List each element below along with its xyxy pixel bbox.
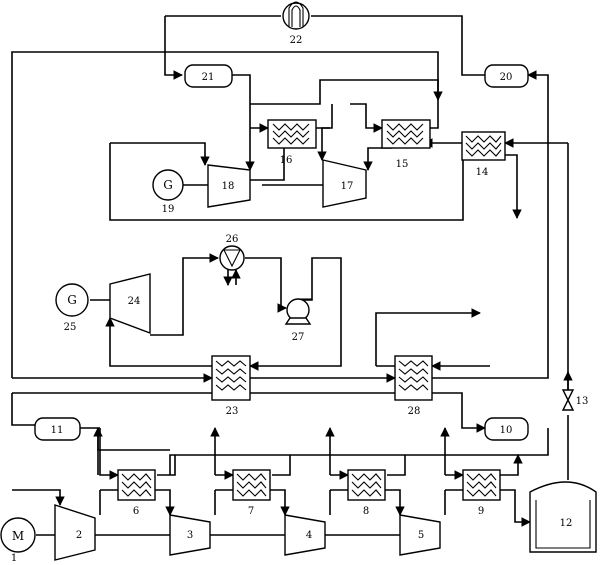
heat-exchanger-icon	[215, 360, 247, 391]
vessel-10-label: 10	[500, 425, 513, 436]
generator-25: G 25	[55, 283, 89, 333]
heat-exchanger-15-label: 15	[396, 159, 409, 170]
generator-19-symbol: G	[163, 178, 173, 192]
motor-1-symbol: M	[12, 529, 24, 543]
heat-exchanger-7: 7	[232, 469, 271, 517]
condenser-26-label: 26	[226, 234, 239, 245]
heat-exchanger-15: 15	[381, 119, 431, 170]
heat-exchanger-23: 23	[211, 355, 251, 417]
heat-exchanger-icon	[386, 123, 424, 145]
heat-exchanger-icon	[466, 473, 497, 497]
heat-exchanger-8: 8	[347, 469, 386, 517]
compressor-2-label: 2	[76, 530, 82, 541]
heat-exchanger-9-label: 9	[478, 506, 484, 517]
vessel-10: 10	[484, 417, 529, 441]
heat-exchanger-14: 14	[461, 131, 506, 178]
compressor-icon	[169, 514, 211, 556]
pump-27: 27	[284, 298, 312, 343]
heat-exchanger-7-label: 7	[248, 506, 254, 517]
storage-tank-12: 12	[529, 481, 597, 553]
storage-tank-12-label: 12	[560, 518, 573, 529]
cooler-icon	[288, 1, 304, 27]
turbine-24-label: 24	[128, 296, 141, 307]
valve-icon	[561, 389, 575, 411]
cooler-22-label: 22	[290, 35, 303, 46]
heat-exchanger-icon	[465, 135, 502, 157]
vessel-20: 20	[484, 64, 529, 88]
heat-exchanger-9: 9	[462, 469, 501, 517]
heat-exchanger-16-label: 16	[280, 155, 293, 166]
pump-27-label: 27	[292, 332, 305, 343]
generator-19-label: 19	[162, 204, 175, 215]
cooler-icon	[223, 249, 241, 268]
storage-tank-icon	[529, 481, 597, 553]
valve-13: 13	[561, 389, 589, 411]
heat-exchanger-28: 28	[394, 355, 433, 417]
cooler-22: 22	[282, 1, 310, 46]
heat-exchanger-icon	[351, 473, 382, 497]
vessel-11: 11	[34, 417, 81, 441]
compressor-icon	[284, 514, 326, 556]
turbine-24: 24	[109, 273, 151, 335]
heat-exchanger-icon	[236, 473, 267, 497]
compressor-icon	[399, 514, 441, 556]
compressor-2: 2	[54, 504, 96, 561]
compressor-3-label: 3	[187, 530, 193, 541]
generator-25-label: 25	[64, 322, 77, 333]
heat-exchanger-14-label: 14	[476, 167, 489, 178]
heat-exchanger-16: 16	[267, 119, 317, 166]
turbine-18: 18	[207, 164, 251, 208]
generator-19: G 19	[152, 169, 184, 215]
compressor-5-label: 5	[418, 530, 424, 541]
heat-exchanger-icon	[272, 123, 310, 145]
valve-13-label: 13	[576, 396, 589, 407]
generator-25-symbol: G	[67, 293, 77, 307]
turbine-icon	[322, 159, 367, 208]
heat-exchanger-6-label: 6	[133, 506, 139, 517]
heat-exchanger-28-label: 28	[408, 406, 421, 417]
motor-1-label: 1	[11, 553, 17, 564]
vessel-11-label: 11	[51, 425, 64, 436]
heat-exchanger-icon	[398, 360, 429, 391]
turbine-17-label: 17	[341, 181, 354, 192]
heat-exchanger-8-label: 8	[363, 506, 369, 517]
vessel-21: 21	[184, 64, 233, 88]
pipes	[11, 15, 573, 536]
heat-exchanger-23-label: 23	[226, 406, 239, 417]
compressor-3: 3	[169, 514, 211, 556]
turbine-18-label: 18	[222, 181, 235, 192]
heat-exchanger-6: 6	[117, 469, 156, 517]
heat-exchanger-icon	[121, 473, 152, 497]
turbine-17: 17	[322, 159, 367, 208]
condenser-26: 26	[219, 234, 245, 271]
compressor-icon	[54, 504, 96, 561]
compressor-5: 5	[399, 514, 441, 556]
compressor-4-label: 4	[306, 530, 312, 541]
turbine-icon	[109, 273, 151, 335]
compressor-4: 4	[284, 514, 326, 556]
turbine-icon	[207, 164, 251, 208]
motor-1: M 1	[0, 517, 36, 564]
vessel-20-label: 20	[500, 72, 513, 83]
vessel-21-label: 21	[202, 72, 215, 83]
